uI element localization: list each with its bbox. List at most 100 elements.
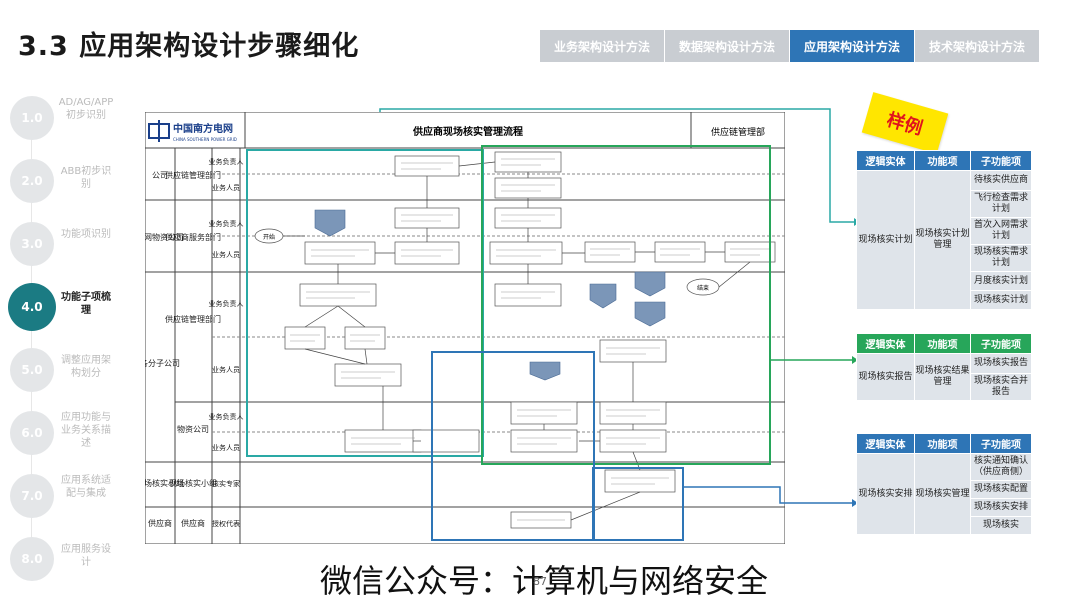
document-shape [634, 301, 666, 327]
table-plan: 逻辑实体 功能项 子功能项 现场核实计划 现场核实计划管理 待核实供应商 飞行检… [856, 150, 1032, 310]
entity-cell: 现场核实计划 [856, 170, 915, 310]
step-number: 3.0 [10, 222, 54, 266]
step-number: 8.0 [10, 537, 54, 581]
flow-title: 供应商现场核实管理流程 [412, 125, 523, 138]
lane-dept: 供应商服务部门 [165, 232, 221, 242]
step-label: 应用系统适配与集成 [61, 475, 111, 499]
tab-application-architecture[interactable]: 应用架构设计方法 [790, 30, 914, 62]
lane-dept: 物资公司 [177, 424, 209, 434]
process-flow-diagram: 中国南方电网 CHINA SOUTHERN POWER GRID 供应商现场核实… [145, 112, 785, 544]
highlight-region-arrange-2 [592, 467, 684, 541]
document-shape [314, 209, 346, 237]
sub-function-cell: 首次入网需求计划 [970, 217, 1032, 245]
step-1[interactable]: 1.0 AD/AG/APP初步识别 [0, 90, 130, 140]
sub-function-cell: 月度核实计划 [970, 271, 1032, 291]
step-6[interactable]: 6.0 应用功能与业务关系描述 [0, 405, 130, 455]
entity-cell: 现场核实报告 [856, 353, 915, 401]
lane-dept: 供应商 [181, 518, 205, 528]
watermark-text: 微信公众号：计算机与网络安全 [320, 562, 769, 600]
function-cell: 现场核实结果管理 [914, 353, 971, 401]
tab-business-architecture[interactable]: 业务架构设计方法 [540, 30, 664, 62]
function-cell: 现场核实管理 [914, 453, 971, 535]
lane-dept: 供应链管理部门 [165, 314, 221, 324]
lane-role: 业务负责人 [209, 412, 244, 421]
step-2[interactable]: 2.0 ABB初步识别 [0, 153, 130, 203]
step-number: 6.0 [10, 411, 54, 455]
step-label: 应用功能与业务关系描述 [61, 412, 111, 449]
start-label: 开始 [263, 233, 275, 241]
company-logo [148, 120, 170, 142]
table-header: 功能项 [914, 150, 971, 171]
end-label: 结束 [697, 284, 709, 292]
sub-function-cell: 待核实供应商 [970, 170, 1032, 191]
lane-org: 南网物资公司 [145, 232, 184, 242]
tab-technology-architecture[interactable]: 技术架构设计方法 [915, 30, 1039, 62]
lane-dept: 现场核实小组 [169, 478, 217, 488]
lane-role: 业务人员 [212, 250, 240, 259]
lane-role: 业务负责人 [209, 219, 244, 228]
table-arrange: 逻辑实体 功能项 子功能项 现场核实安排 现场核实管理 核实通知确认（供应商侧）… [856, 433, 1032, 535]
step-7[interactable]: 7.0 应用系统适配与集成 [0, 468, 130, 518]
step-number: 2.0 [10, 159, 54, 203]
lane-role: 业务人员 [212, 183, 240, 192]
table-header: 子功能项 [970, 433, 1032, 454]
highlight-region-result [481, 145, 771, 465]
step-number: 7.0 [10, 474, 54, 518]
process-box [334, 363, 402, 387]
step-label: 功能子项梳理 [61, 292, 111, 316]
table-header: 子功能项 [970, 150, 1032, 171]
lane-role: 业务人员 [212, 365, 240, 374]
step-label: 功能项识别 [61, 229, 111, 240]
lane-role: 业务人员 [212, 443, 240, 452]
entity-cell: 现场核实安排 [856, 453, 915, 535]
table-header: 功能项 [914, 433, 971, 454]
lane-role: 业务负责人 [209, 299, 244, 308]
sub-function-cell: 现场核实 [970, 516, 1032, 535]
sub-function-cell: 飞行检查需求计划 [970, 190, 1032, 218]
tab-data-architecture[interactable]: 数据架构设计方法 [665, 30, 789, 62]
sub-function-cell: 现场核实配置 [970, 480, 1032, 499]
lane-role: 核实专家 [212, 479, 240, 488]
document-shape [529, 361, 561, 381]
step-5[interactable]: 5.0 调整应用架构划分 [0, 342, 130, 392]
function-cell: 现场核实计划管理 [914, 170, 971, 310]
table-header: 逻辑实体 [856, 333, 915, 354]
lane-org: 公司 [152, 171, 168, 180]
sub-function-cell: 现场核实合并报告 [970, 373, 1032, 401]
method-tabs: 业务架构设计方法 数据架构设计方法 应用架构设计方法 技术架构设计方法 [540, 30, 1040, 62]
table-header: 子功能项 [970, 333, 1032, 354]
page-title: 3.3 应用架构设计步骤细化 [18, 31, 360, 62]
table-result: 逻辑实体 功能项 子功能项 现场核实报告 现场核实结果管理 现场核实报告 现场核… [856, 333, 1032, 401]
table-header: 逻辑实体 [856, 433, 915, 454]
lane-org: 现场核实小组 [145, 478, 184, 488]
lane-org: 供应商 [148, 518, 172, 528]
sub-function-cell: 现场核实计划 [970, 290, 1032, 310]
lane-org: 各分子公司 [145, 358, 180, 368]
step-8[interactable]: 8.0 应用服务设计 [0, 531, 130, 581]
sub-function-cell: 现场核实安排 [970, 498, 1032, 517]
flow-dept: 供应链管理部 [711, 126, 765, 138]
document-shape [634, 271, 666, 297]
step-number: 5.0 [10, 348, 54, 392]
table-header: 逻辑实体 [856, 150, 915, 171]
sub-function-cell: 现场核实报告 [970, 353, 1032, 374]
step-label: ABB初步识别 [60, 166, 112, 190]
highlight-region-arrange [431, 351, 595, 541]
table-header: 功能项 [914, 333, 971, 354]
company-name: 中国南方电网 [173, 122, 233, 135]
step-number: 1.0 [10, 96, 54, 140]
step-label: 调整应用架构划分 [61, 355, 111, 379]
step-3[interactable]: 3.0 功能项识别 [0, 216, 130, 266]
step-label: AD/AG/APP初步识别 [58, 97, 114, 121]
step-number: 4.0 [8, 283, 56, 331]
step-label: 应用服务设计 [61, 544, 111, 568]
document-shape [589, 283, 617, 309]
sub-function-cell: 现场核实需求计划 [970, 244, 1032, 272]
company-name-en: CHINA SOUTHERN POWER GRID [173, 137, 237, 142]
lane-role: 授权代表 [212, 519, 240, 528]
lane-dept: 供应链管理部门 [165, 170, 221, 180]
step-4[interactable]: 4.0 功能子项梳理 [0, 279, 130, 331]
lane-role: 业务负责人 [209, 157, 244, 166]
page-number: 87 [533, 575, 547, 588]
